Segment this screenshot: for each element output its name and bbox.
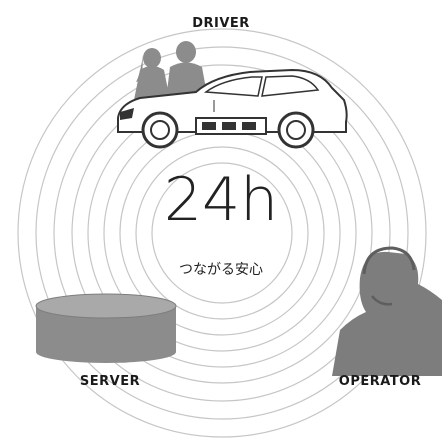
ring-7 bbox=[53, 64, 391, 402]
server-cylinder-icon bbox=[35, 293, 177, 363]
operator-headset-icon bbox=[332, 246, 442, 376]
ring-8 bbox=[35, 46, 409, 420]
ring-9 bbox=[17, 28, 427, 438]
ring-2 bbox=[135, 146, 309, 320]
car-icon bbox=[117, 68, 348, 149]
server-label: SERVER bbox=[79, 374, 141, 389]
headline-24h: 24h bbox=[163, 165, 279, 235]
caption-text: つながる安心 bbox=[179, 262, 263, 278]
driver-label: DRIVER bbox=[192, 16, 250, 31]
operator-label: OPERATOR bbox=[338, 374, 422, 389]
ring-1 bbox=[151, 162, 293, 304]
